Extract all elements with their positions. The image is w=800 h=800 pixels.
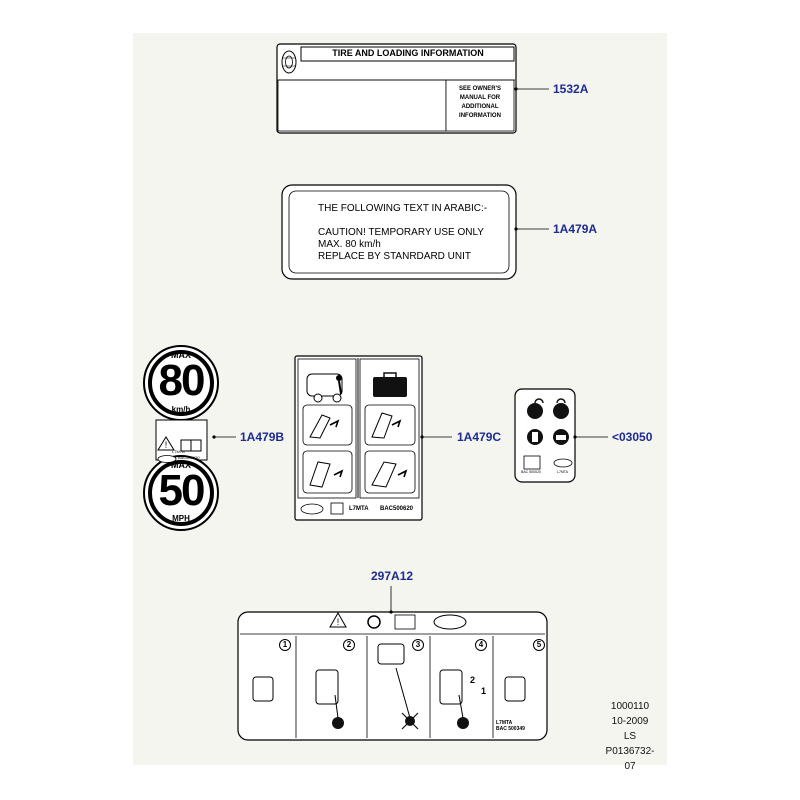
caution-line: CAUTION! TEMPORARY USE ONLY: [318, 227, 484, 238]
step4-dot: [457, 717, 469, 729]
bottom-code-line: BAC 500349: [496, 726, 525, 732]
callout-1532a: 1532A: [553, 82, 589, 96]
speed-top-unit: km/h: [171, 405, 191, 414]
lock-label-code-right: L7MTA: [557, 470, 569, 474]
rear-seat-instruction-label: !: [237, 611, 548, 741]
stamp-line: 10-2009: [611, 716, 649, 727]
bottom-code-line: L7MTA: [496, 720, 513, 726]
speed-code: L7M7A: [172, 449, 185, 454]
tire-label-title: TIRE AND LOADING INFORMATION: [332, 48, 484, 58]
step-icons: [252, 643, 526, 719]
manual-book-icon: [330, 502, 344, 515]
svg-text:!: !: [337, 617, 340, 627]
step-number: 5: [536, 640, 542, 649]
padlock-icon: [527, 398, 569, 419]
stamp-line: 1000110: [610, 701, 650, 712]
child-lock-label: [514, 388, 576, 483]
caution-line: THE FOLLOWING TEXT IN ARABIC:-: [318, 203, 488, 214]
stamp-line: P0136732-07: [605, 746, 655, 772]
land-rover-logo: [433, 614, 467, 630]
seat-operation-card: [294, 355, 423, 521]
caution-text: THE FOLLOWING TEXT IN ARABIC:- CAUTION! …: [318, 203, 487, 263]
tire-note-line: SEE OWNER'S: [458, 86, 502, 92]
seat-fold-icon: [309, 412, 408, 488]
tire-label-note: SEE OWNER'S MANUAL FOR ADDITIONAL INFORM…: [448, 85, 512, 121]
land-rover-logo: [157, 455, 177, 463]
suitcase-icon: [373, 372, 407, 397]
step-number: 3: [415, 640, 421, 649]
callout-03050: <03050: [612, 430, 653, 444]
tire-note-line: ADDITIONAL: [461, 104, 499, 110]
step-number: 1: [282, 640, 288, 649]
callout-297a12: 297A12: [371, 569, 414, 583]
tire-icon: [281, 50, 297, 74]
step2-dot: [332, 717, 344, 729]
stamp-line: LS: [623, 731, 637, 742]
drawing-stamp: 1000110 10-2009 LS P0136732-07: [600, 699, 660, 774]
step3-cross-dot: [401, 712, 419, 730]
step-number: 4: [478, 640, 484, 649]
lock-state-icon: [527, 429, 569, 445]
speed-top-value: 80: [158, 356, 206, 405]
lock-label-code-left: BAC 500020: [521, 470, 541, 474]
callout-1a479c: 1A479C: [457, 430, 502, 444]
manual-book-icon: [180, 439, 202, 452]
step4-arrow-label: 1: [481, 686, 487, 696]
speed-bottom-unit: MPH: [172, 514, 190, 523]
bottom-label-code: L7MTA BAC 500349: [496, 720, 525, 732]
tire-note-line: INFORMATION: [459, 113, 501, 119]
svg-text:!: !: [165, 440, 168, 450]
land-rover-logo: [300, 503, 324, 515]
warning-triangle-icon: !: [329, 611, 347, 628]
step-number: 2: [346, 640, 352, 649]
speed-bottom-max: MAX: [171, 460, 191, 470]
leader-lines: [214, 88, 608, 612]
step4-arrow-label: 2: [470, 675, 476, 685]
speed-limit-label: !: [143, 345, 219, 531]
callout-1a479b: 1A479B: [240, 430, 285, 444]
seat-card-ref: BAC500620: [380, 506, 414, 512]
speed-code-2: BAC500620: [178, 455, 200, 460]
manual-book-icon: [523, 455, 541, 470]
manual-book-icon: [394, 614, 416, 630]
headrest-icon: [367, 615, 381, 629]
seat-card-code: L7MTA: [349, 506, 369, 512]
land-rover-logo: [553, 458, 573, 468]
speed-top-max: MAX: [171, 350, 191, 360]
caution-line: MAX. 80 km/h: [318, 239, 381, 250]
step-numbers: [279, 639, 545, 651]
warning-triangle-icon: !: [157, 436, 175, 451]
vehicle-loading-icon: [306, 373, 343, 403]
caution-line: REPLACE BY STANRDARD UNIT: [318, 251, 471, 262]
tire-note-line: MANUAL FOR: [459, 95, 501, 101]
speed-bottom-value: 50: [158, 466, 206, 515]
leader-dots: [212, 87, 577, 614]
arabic-caution-label: [281, 184, 517, 280]
callout-1a479a: 1A479A: [553, 222, 598, 236]
